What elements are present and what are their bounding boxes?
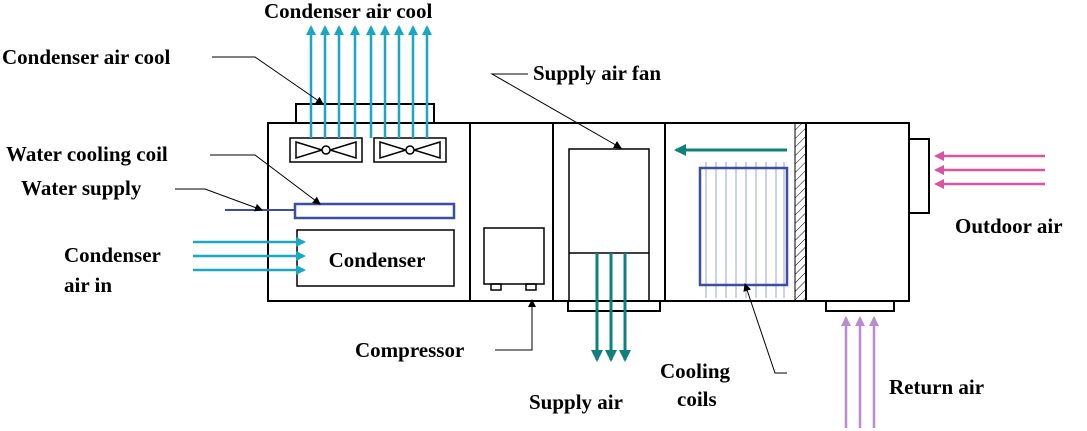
condenser-hood — [295, 103, 435, 124]
condenser-air-in-arrows — [193, 237, 306, 275]
cooling-coils — [698, 162, 789, 298]
label-supply-air-fan: Supply air fan — [533, 61, 661, 85]
condenser-fan-right — [373, 137, 447, 163]
leader-lines — [175, 56, 787, 374]
water-cooling-coil — [293, 202, 456, 220]
condenser-label: Condenser — [329, 248, 426, 272]
return-air-arrows — [841, 316, 879, 428]
label-water-cooling-coil: Water cooling coil — [6, 142, 168, 166]
outdoor-air-intake — [908, 138, 930, 214]
condenser-air-cool-arrows — [306, 25, 432, 138]
label-condenser-air-cool-left: Condenser air cool — [2, 45, 171, 69]
label-water-supply: Water supply — [21, 176, 142, 200]
supply-air-arrows — [591, 253, 631, 362]
label-supply-air: Supply air — [529, 390, 623, 414]
label-condenser-air-in-1: Condenser — [64, 243, 161, 267]
label-cooling-coils-1: Cooling — [660, 359, 731, 383]
label-compressor: Compressor — [355, 338, 464, 362]
supply-air-fan — [568, 148, 650, 302]
label-condenser-air-cool-top: Condenser air cool — [264, 0, 433, 23]
condenser-fan-left — [289, 137, 363, 163]
label-cooling-coils-2: coils — [677, 387, 717, 411]
compressor — [483, 227, 545, 291]
label-condenser-air-in-2: air in — [64, 273, 112, 297]
supply-flange — [567, 300, 661, 312]
label-return-air: Return air — [889, 375, 984, 399]
air-filter — [794, 122, 807, 302]
label-outdoor-air: Outdoor air — [955, 214, 1063, 238]
return-flange — [825, 300, 895, 312]
outdoor-air-arrows — [934, 151, 1045, 189]
